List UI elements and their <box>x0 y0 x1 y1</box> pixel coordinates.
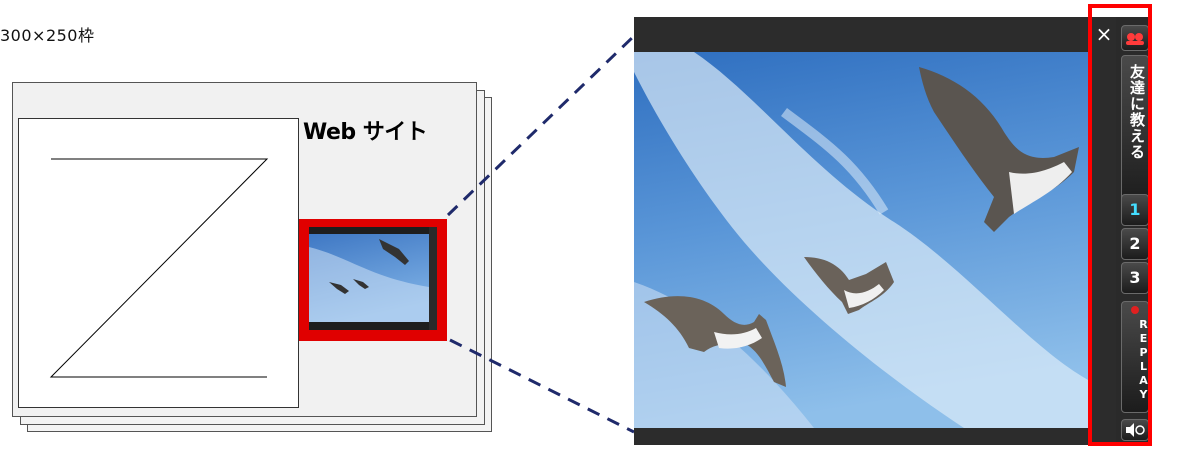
content-placeholder <box>18 118 299 408</box>
ad-thumbnail-image <box>309 227 437 330</box>
website-label: Web サイト <box>303 120 428 145</box>
ad-size-caption: 300×250枠 <box>0 26 95 45</box>
sidebar-highlight-frame <box>1088 4 1152 446</box>
player-control-sidebar: 友達に教える 1 2 3 REPLAY <box>1116 17 1152 445</box>
replay-button[interactable]: REPLAY <box>1121 301 1150 413</box>
placeholder-z-lines <box>49 158 269 378</box>
close-icon[interactable]: × <box>1095 22 1113 46</box>
people-icon[interactable] <box>1121 25 1149 51</box>
tell-friends-label: 友達に教える <box>1128 64 1146 160</box>
ad-player: × <box>634 17 1116 445</box>
tell-friends-button[interactable]: 友達に教える <box>1121 55 1149 207</box>
seagulls-photo <box>634 52 1092 428</box>
replay-label: REPLAY <box>1137 318 1150 402</box>
ad-slot-thumbnail[interactable] <box>299 219 447 341</box>
